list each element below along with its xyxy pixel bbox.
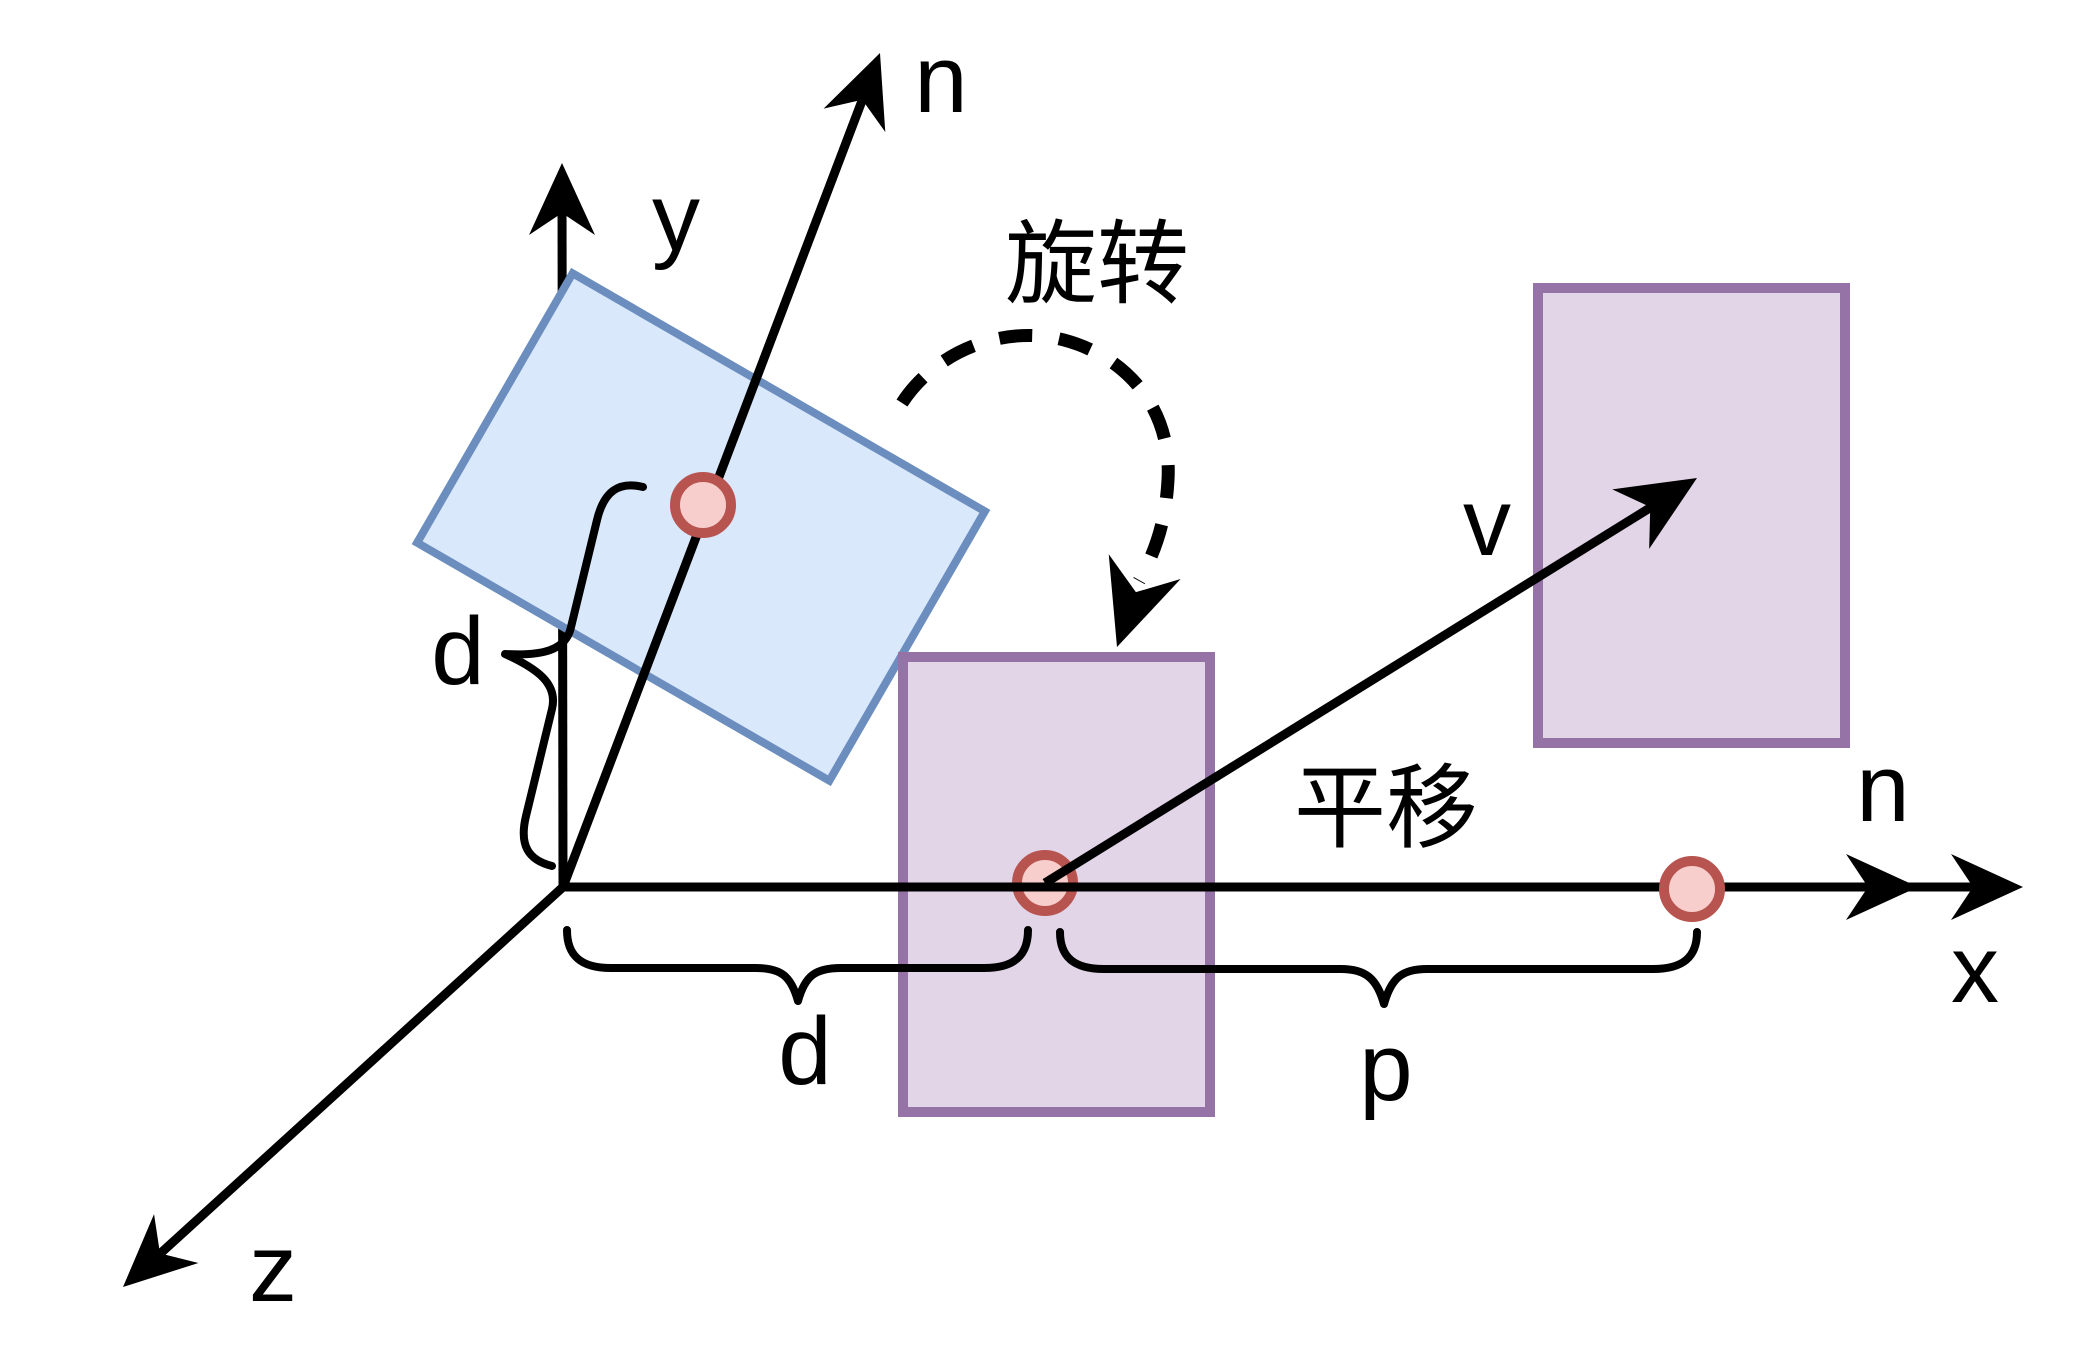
x-axis-label: x	[1951, 916, 1999, 1023]
rotation-dashed-arrow	[896, 329, 1181, 647]
z-axis-arrowhead-icon	[123, 1214, 199, 1287]
translation-label: 平移	[1294, 758, 1478, 860]
d-brace-horizontal	[563, 926, 1032, 1005]
v-arrow-line	[1042, 484, 1685, 887]
d-brace-vertical	[501, 481, 647, 870]
rotation-label: 旋转	[1005, 214, 1189, 316]
z-axis-line	[136, 883, 567, 1276]
p-brace	[1056, 928, 1701, 1008]
normal-initial-label: n	[914, 26, 967, 133]
normal-translated-label: n	[1856, 735, 1909, 842]
z-axis-label: z	[249, 1215, 297, 1322]
normal-initial-arrowhead-icon	[823, 53, 886, 133]
y-axis-label: y	[652, 164, 700, 271]
x-axis	[563, 854, 2023, 920]
z-axis	[123, 883, 567, 1287]
plane-point-initial	[670, 472, 736, 538]
v-label: v	[1463, 469, 1511, 576]
plane-point-translated	[1659, 856, 1725, 922]
rotation-arrowhead-icon	[1108, 554, 1181, 647]
d-horizontal-label: d	[778, 998, 831, 1105]
y-axis-arrowhead-icon	[529, 163, 595, 235]
plane-after-translation	[1533, 283, 1850, 748]
v-arrow	[1042, 478, 1697, 887]
d-vertical-label: d	[431, 598, 484, 705]
x-axis-arrowhead-icon	[1951, 854, 2023, 920]
v-arrowhead-icon	[1612, 478, 1697, 549]
normal-translated-arrowhead-icon	[1846, 854, 1918, 920]
p-label: p	[1359, 1014, 1412, 1121]
rotation-arc	[896, 329, 1175, 585]
